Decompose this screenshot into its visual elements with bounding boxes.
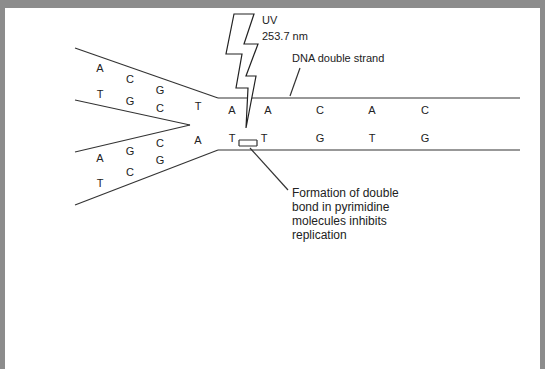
base-letter: A xyxy=(96,152,103,165)
base-letter: C xyxy=(126,166,134,179)
base-letter: T xyxy=(229,132,236,145)
base-letter: C xyxy=(156,137,164,150)
frame-edge xyxy=(0,0,5,369)
text-label: UV xyxy=(262,14,277,27)
base-letter: C xyxy=(126,73,134,86)
base-letter: G xyxy=(126,95,135,108)
base-letter: C xyxy=(421,104,429,117)
dna-strand xyxy=(75,150,218,205)
base-letter: G xyxy=(316,132,325,145)
dna-strand xyxy=(218,97,520,98)
frame-edge xyxy=(540,0,545,369)
base-letter: G xyxy=(421,132,430,145)
note-label: Formation of double bond in pyrimidine m… xyxy=(292,186,424,242)
dna-strand xyxy=(218,149,520,150)
base-letter: C xyxy=(156,102,164,115)
text-label: DNA double strand xyxy=(292,52,384,65)
dimer-bracket xyxy=(239,140,257,146)
frame-bar xyxy=(0,0,545,8)
base-letter: C xyxy=(316,104,324,117)
base-letter: A xyxy=(96,62,103,75)
base-letter: T xyxy=(195,100,202,113)
base-letter: G xyxy=(156,154,165,167)
uv-bolt xyxy=(226,14,258,128)
dna-strand xyxy=(75,48,218,98)
base-letter: T xyxy=(97,177,104,190)
base-letter: T xyxy=(261,132,268,145)
base-letter: T xyxy=(97,88,104,101)
base-letter: T xyxy=(369,132,376,145)
leader-line xyxy=(290,68,300,96)
base-letter: A xyxy=(264,104,271,117)
base-letter: G xyxy=(156,84,165,97)
base-letter: A xyxy=(194,134,201,147)
leader-line xyxy=(250,148,288,190)
base-letter: G xyxy=(126,145,135,158)
text-label: 253.7 nm xyxy=(262,30,308,43)
base-letter: A xyxy=(368,104,375,117)
base-letter: A xyxy=(228,104,235,117)
